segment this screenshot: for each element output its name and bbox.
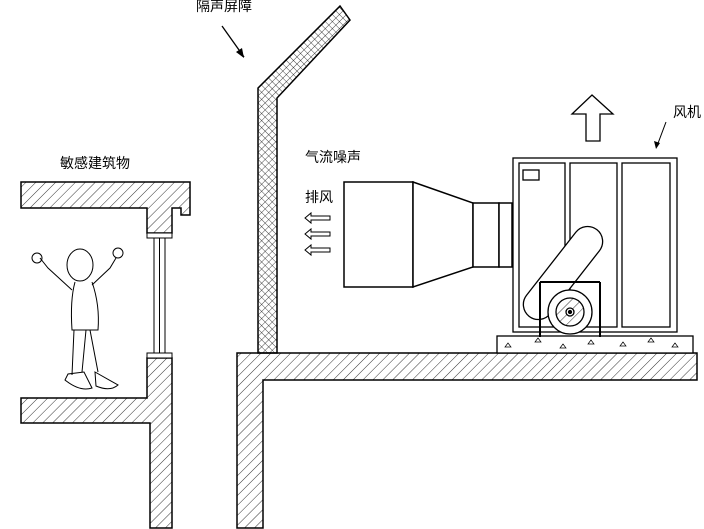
sensitive-building-label: 敏感建筑物 xyxy=(60,156,130,172)
sound-barrier xyxy=(257,4,351,354)
ground-slab xyxy=(236,352,698,529)
window xyxy=(146,232,173,359)
building-lower-wall xyxy=(20,357,173,529)
exhaust-arrows xyxy=(304,211,331,257)
airflow-noise-label: 气流噪声 xyxy=(305,150,361,166)
barrier-label: 隔声屏障 xyxy=(196,0,252,15)
building-upper-slab xyxy=(20,181,191,234)
concrete-base-speckles xyxy=(504,337,679,349)
person-figure xyxy=(31,247,124,390)
exhaust-label: 排风 xyxy=(305,190,333,206)
fan-label: 风机 xyxy=(673,105,701,121)
fan-unit xyxy=(496,157,694,354)
duct xyxy=(343,180,513,289)
up-arrow-icon xyxy=(570,94,615,142)
fan-pointer-arrow xyxy=(656,121,667,147)
